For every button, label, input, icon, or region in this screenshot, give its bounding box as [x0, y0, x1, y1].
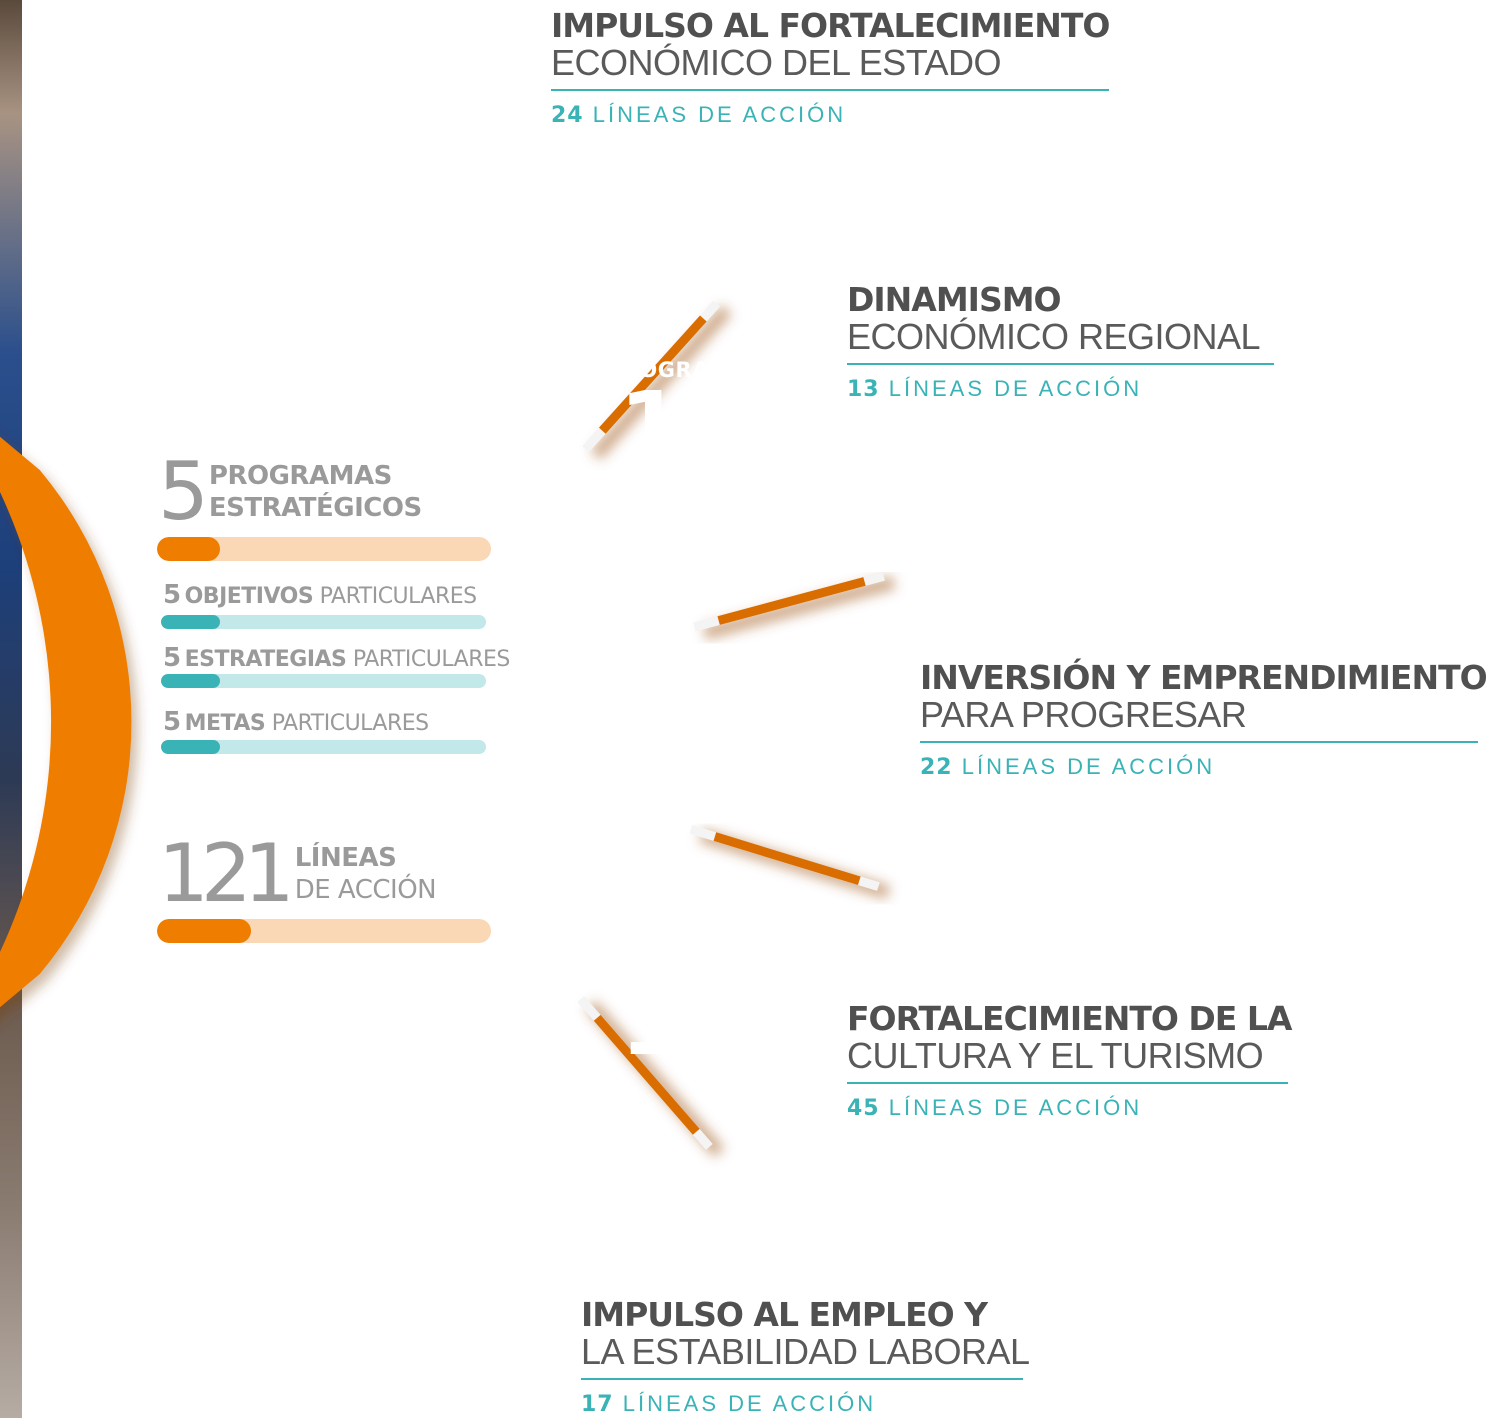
- callout-lines-count: 45 LÍNEAS DE ACCIÓN: [847, 1095, 1143, 1121]
- program-13-label: PROGRAMA 13: [577, 358, 777, 479]
- summary-goals-bar-fill: [161, 740, 220, 754]
- callout-title-bold: INVERSIÓN Y EMPRENDIMIENTO: [920, 658, 1488, 697]
- summary-programs-number: 5: [158, 445, 209, 538]
- callout-divider: [551, 89, 1109, 91]
- callout-divider: [847, 1082, 1288, 1084]
- callout-program-15: FORTALECIMIENTO DE LA CULTURA Y EL TURIS…: [847, 999, 1292, 1121]
- callout-lines-count: 13 LÍNEAS DE ACCIÓN: [847, 376, 1143, 402]
- summary-strategies-bar-fill: [161, 674, 220, 688]
- callout-title-bold: IMPULSO AL EMPLEO Y: [581, 1295, 988, 1334]
- summary-lines-text: LÍNEAS DE ACCIÓN: [294, 842, 437, 906]
- program-15-label: PROGRAMA 15: [578, 955, 778, 1076]
- summary-strategies-bar: [161, 674, 486, 688]
- segment-divider-inner: [717, 577, 866, 625]
- callout-title-light: PARA PROGRESAR: [920, 694, 1247, 735]
- summary-goals-bar: [161, 740, 486, 754]
- callout-title-light: ECONÓMICO REGIONAL: [847, 316, 1261, 357]
- program-number: 15: [619, 969, 742, 1076]
- program-label: PROGRAMA: [606, 358, 748, 382]
- summary-lines-line2: DE ACCIÓN: [294, 875, 437, 905]
- program-16-label: PROGRAMA 16: [318, 1146, 518, 1267]
- callout-program-13: DINAMISMO ECONÓMICO REGIONAL 13 LÍNEAS D…: [847, 282, 1274, 402]
- callout-title-bold: DINAMISMO: [847, 280, 1062, 319]
- summary-programs-line1: PROGRAMAS: [208, 461, 392, 491]
- program-number: 14: [714, 676, 837, 783]
- segment-divider-inner: [713, 832, 861, 886]
- summary-objectives-bar: [161, 615, 486, 629]
- program-label: PROGRAMA: [607, 955, 749, 979]
- summary-programs: 5 PROGRAMAS ESTRATÉGICOS: [158, 452, 422, 532]
- segment-divider-shadow: [702, 575, 896, 640]
- summary-programs-bar: [157, 537, 491, 561]
- summary-objectives-bar-fill: [161, 615, 220, 629]
- program-14-label: PROGRAMA 14: [673, 662, 873, 783]
- segment-divider-inner: [593, 1014, 700, 1135]
- summary-programs-bar-fill: [157, 537, 221, 561]
- summary-programs-line2: ESTRATÉGICOS: [208, 493, 422, 523]
- program-label: PROGRAMA: [347, 1146, 489, 1170]
- program-label: PROGRAMA: [702, 662, 844, 686]
- callout-program-12: IMPULSO AL FORTALECIMIENTO ECONÓMICO DEL…: [551, 6, 1110, 128]
- callout-divider: [581, 1378, 1023, 1380]
- summary-lines-number: 121: [158, 827, 295, 920]
- callout-lines-count: 17 LÍNEAS DE ACCIÓN: [581, 1391, 877, 1417]
- segment-divider-inner: [598, 315, 707, 434]
- callout-lines-count: 22 LÍNEAS DE ACCIÓN: [920, 754, 1216, 780]
- program-number: 13: [618, 372, 741, 479]
- summary-lines-bar: [157, 919, 491, 943]
- summary-programs-text: PROGRAMAS ESTRATÉGICOS: [209, 460, 422, 524]
- summary-lines: 121 LÍNEAS DE ACCIÓN: [158, 827, 437, 920]
- callout-title-light: LA ESTABILIDAD LABORAL: [581, 1331, 1030, 1372]
- callout-title-bold: IMPULSO AL FORTALECIMIENTO: [551, 6, 1110, 45]
- background-photo-strip: [0, 0, 22, 1418]
- callout-title-bold: FORTALECIMIENTO DE LA: [847, 999, 1292, 1038]
- ring-band: [0, 436, 132, 1008]
- callout-divider: [920, 741, 1478, 743]
- program-number: 12: [359, 183, 482, 290]
- callout-program-16: IMPULSO AL EMPLEO Y LA ESTABILIDAD LABOR…: [581, 1295, 1030, 1417]
- callout-lines-count: 24 LÍNEAS DE ACCIÓN: [551, 102, 847, 128]
- callout-program-14: INVERSIÓN Y EMPRENDIMIENTO PARA PROGRESA…: [920, 658, 1488, 780]
- callout-title-light: CULTURA Y EL TURISMO: [847, 1035, 1264, 1076]
- callout-title-light: ECONÓMICO DEL ESTADO: [551, 42, 1002, 83]
- summary-lines-line1: LÍNEAS: [294, 843, 397, 873]
- segment-divider-shadow: [590, 304, 732, 460]
- program-number: 16: [359, 1160, 482, 1267]
- callout-divider: [847, 363, 1274, 365]
- program-12-label: PROGRAMA 12: [318, 169, 518, 290]
- summary-lines-bar-fill: [157, 919, 251, 943]
- program-label: PROGRAMA: [347, 169, 489, 193]
